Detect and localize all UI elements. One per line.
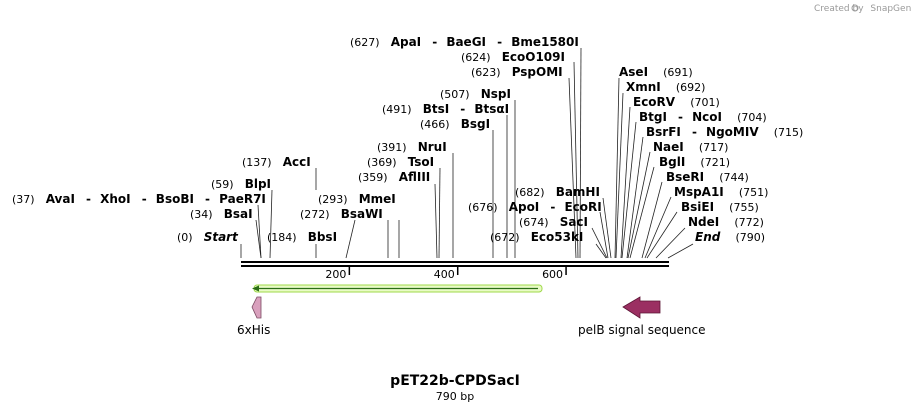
ruler-tick-label: 400 [434, 268, 455, 281]
site-label-bbsi: (184) BbsI [267, 226, 337, 245]
site-label-tsoi: (369) TsoI [367, 151, 434, 170]
site-label-saci: (674) SacI [519, 211, 588, 230]
site-label-ndei: NdeI (772) [688, 211, 764, 230]
site-label-naei: NaeI (717) [653, 136, 728, 155]
feature-long-arrow[interactable] [252, 284, 543, 293]
map-length: 790 bp [436, 390, 474, 403]
site-label-ecorv: EcoRV (701) [633, 91, 720, 110]
ruler-ticks: 200 400 600 [325, 267, 567, 281]
site-label-acci: (137) AccI [242, 151, 311, 170]
site-label-bsgi: (466) BsgI [420, 113, 490, 132]
site-label-eco53ki: (672) Eco53kI [490, 226, 583, 245]
backbone-bottom-strand [241, 265, 669, 267]
site-label-blpi: (59) BlpI [211, 173, 271, 192]
site-label-btsi: (491) BtsI - BtsαI [382, 98, 509, 117]
ruler-tick-label: 200 [325, 268, 346, 281]
site-label-bsawi: (272) BsaWI [300, 203, 383, 222]
sequence-backbone: 200 400 600 [241, 261, 669, 281]
site-label-bsai: (34) BsaI [190, 203, 253, 222]
site-labels-left: (627) ApaI - BaeGI - Bme1580I (624) EcoO… [12, 31, 579, 245]
site-label-nrui: (391) NruI [377, 136, 447, 155]
site-label-xmni: XmnI (692) [626, 76, 705, 95]
feature-6xhis[interactable]: 6xHis [237, 296, 270, 337]
site-label-btgi: BtgI - NcoI (704) [639, 106, 767, 125]
credit-brand: SnapGene [870, 4, 911, 14]
site-label-afliii: (359) AflIII [358, 166, 430, 185]
feature-track: 6xHis pelB signal sequence [237, 284, 706, 337]
feature-label-pelb: pelB signal sequence [578, 323, 706, 337]
site-label-apai: (627) ApaI - BaeGI - Bme1580I [350, 31, 579, 50]
site-label-pspomi: (623) PspOMI [471, 61, 563, 80]
ruler-tick-label: 600 [542, 268, 563, 281]
6xhis-arrow-icon [251, 296, 262, 319]
site-labels-right: AseI (691) XmnI (692) EcoRV (701) BtgI -… [619, 61, 803, 245]
credit-text: Created by [814, 4, 864, 14]
site-label-bsiei: BsiEI (755) [681, 196, 759, 215]
site-label-mmei: (293) MmeI [318, 188, 396, 207]
backbone-top-strand [241, 261, 669, 263]
site-label-mspa1i: MspA1I (751) [674, 181, 768, 200]
site-label-apoi: (676) ApoI - EcoRI [468, 196, 602, 215]
site-leader-lines [240, 47, 694, 259]
site-label-bsrfi: BsrFI - NgoMIV (715) [646, 121, 803, 140]
map-title: pET22b-CPDSacI [390, 373, 520, 389]
site-label-bseri: BseRI (744) [666, 166, 749, 185]
site-label-nspi: (507) NspI [440, 83, 511, 102]
feature-pelb[interactable]: pelB signal sequence [578, 296, 706, 337]
snapgene-credit: Created by SnapGene [814, 4, 911, 14]
pelb-arrow-icon [622, 296, 661, 319]
site-label-asei: AseI (691) [619, 61, 693, 80]
snapgene-logo-icon [851, 4, 859, 12]
site-label-bgli: BglI (721) [659, 151, 730, 170]
feature-label-6xhis: 6xHis [237, 323, 270, 337]
site-label-ecoo109i: (624) EcoO109I [461, 46, 565, 65]
site-labels-middle: (682) BamHI (676) ApoI - EcoRI (674) Sac… [468, 181, 602, 245]
site-label-start: (0) Start [177, 226, 239, 245]
site-label-avai: (37) AvaI - XhoI - BsoBI - PaeR7I [12, 188, 266, 207]
site-label-end: End (790) [695, 226, 765, 245]
site-label-bamhi: (682) BamHI [515, 181, 600, 200]
